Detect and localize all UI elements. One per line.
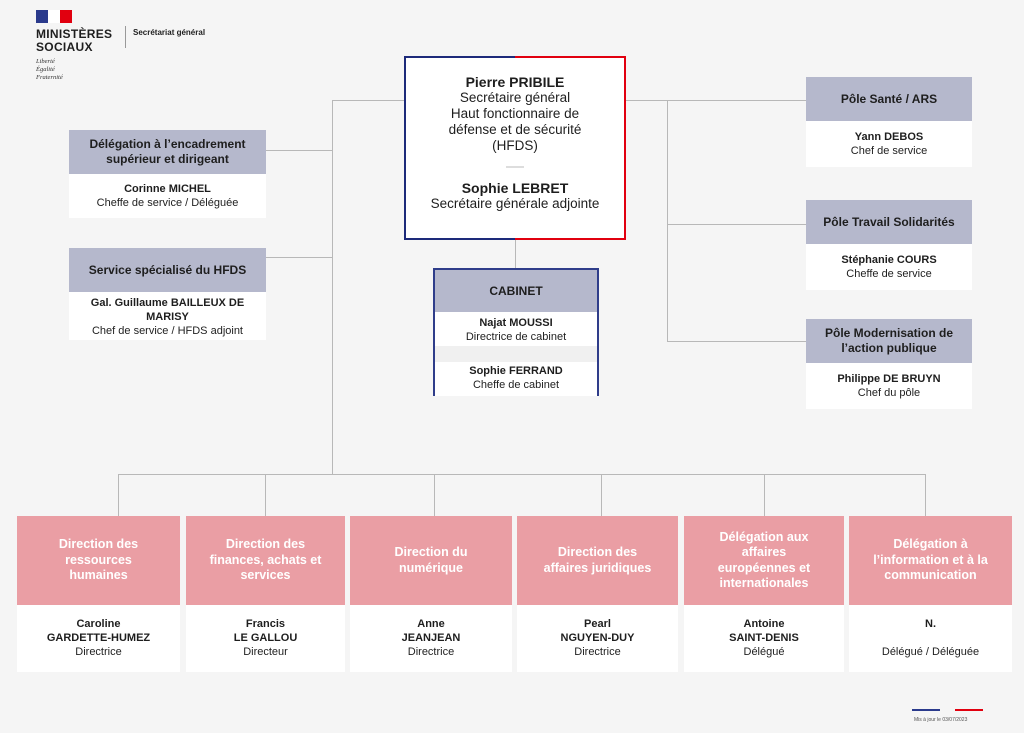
connector-right-top xyxy=(626,100,806,101)
connector-bottom-horizontal xyxy=(118,474,925,475)
left-box-hfds: Service spécialisé du HFDS Gal. Guillaum… xyxy=(69,248,266,340)
connector-cabinet xyxy=(515,240,516,268)
separator-dash xyxy=(506,166,524,168)
connector-right-vertical xyxy=(667,100,668,342)
connector-dir-1 xyxy=(118,474,119,516)
connector-left-box2 xyxy=(266,257,332,258)
direction-box-daei: Délégation aux affaires européennes et i… xyxy=(684,516,844,672)
republic-motto: Liberté Égalité Fraternité xyxy=(36,58,63,81)
cabinet-title: CABINET xyxy=(435,268,597,312)
direction-box-daj: Direction des affaires juridiques Pearl … xyxy=(517,516,678,672)
republic-flag-icon xyxy=(36,10,72,23)
deputy-sg-name: Sophie LEBRET xyxy=(461,180,569,196)
update-date: Mis à jour le 03/07/2023 xyxy=(914,717,968,723)
direction-box-drh: Direction des ressources humaines Caroli… xyxy=(17,516,180,672)
left-box-encadrement: Délégation à l’encadrement supérieur et … xyxy=(69,130,266,218)
service-label: Secrétariat général xyxy=(133,28,206,37)
connector-dir-6 xyxy=(925,474,926,516)
connector-right-box3 xyxy=(667,341,806,342)
legend-blue-line xyxy=(912,709,940,711)
sg-name: Pierre PRIBILE xyxy=(465,74,565,90)
connector-dir-5 xyxy=(764,474,765,516)
connector-left-top xyxy=(332,100,404,101)
right-box-modernisation: Pôle Modernisation de l’action publique … xyxy=(806,319,972,409)
ministry-logo: MINISTÈRES SOCIAUX xyxy=(36,27,113,54)
connector-right-box2 xyxy=(667,224,806,225)
right-box-sante: Pôle Santé / ARS Yann DEBOS Chef de serv… xyxy=(806,77,972,167)
cabinet-box: CABINET Najat MOUSSI Directrice de cabin… xyxy=(433,268,599,396)
connector-dir-3 xyxy=(434,474,435,516)
connector-left-vertical xyxy=(332,100,333,474)
connector-dir-2 xyxy=(265,474,266,516)
secretary-general-box: Pierre PRIBILE Secrétaire général Haut f… xyxy=(404,56,626,240)
direction-box-daf: Direction des finances, achats et servic… xyxy=(186,516,345,672)
connector-left-box1 xyxy=(266,150,332,151)
direction-box-dnum: Direction du numérique Anne JEANJEAN Dir… xyxy=(350,516,512,672)
direction-box-dicom: Délégation à l’information et à la commu… xyxy=(849,516,1012,672)
header-divider xyxy=(125,26,126,48)
legend-red-line xyxy=(955,709,983,711)
connector-dir-4 xyxy=(601,474,602,516)
right-box-travail: Pôle Travail Solidarités Stéphanie COURS… xyxy=(806,200,972,290)
